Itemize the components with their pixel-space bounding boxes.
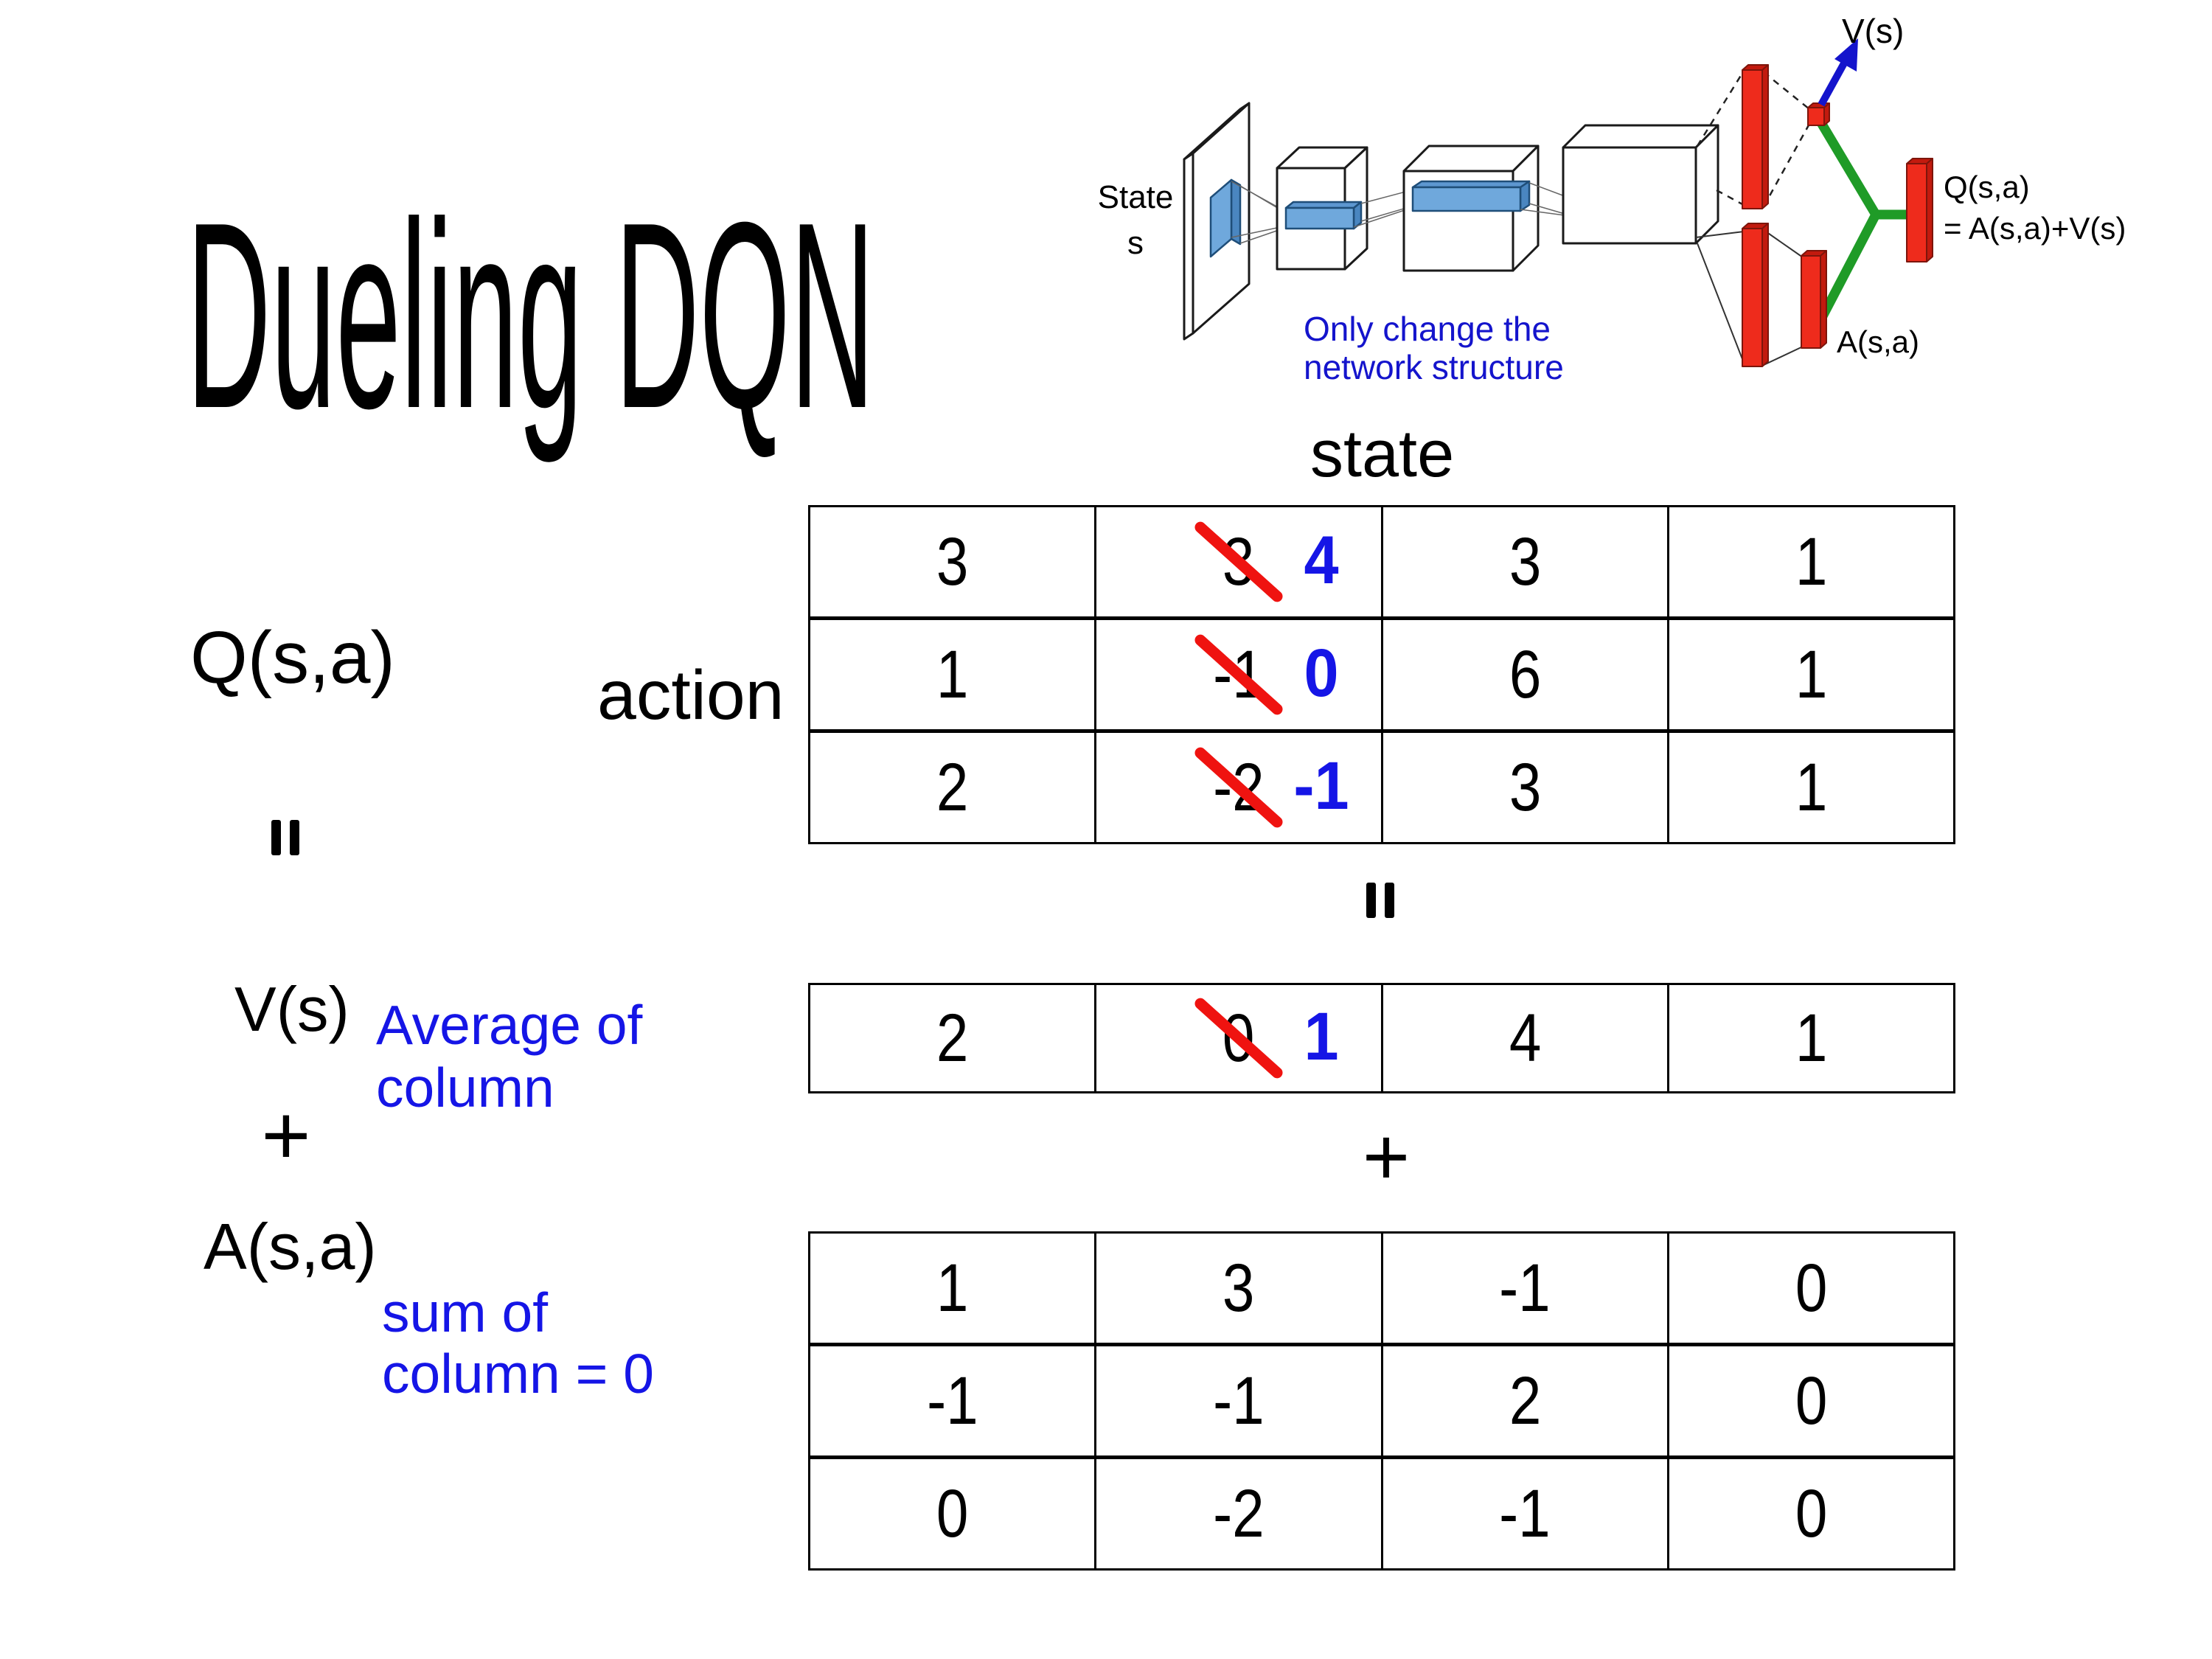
diagram-state-label-line1: State	[1098, 179, 1174, 215]
a-vector-bar	[1801, 250, 1827, 349]
state-label: state	[1310, 417, 1455, 491]
v-cell-new: 1	[1304, 999, 1339, 1075]
fc-bar-v-stream	[1742, 64, 1769, 209]
average-note-line1: Average of	[376, 994, 643, 1056]
v-cell: 4	[1509, 1001, 1541, 1076]
v-table: 2 0 1 4 1	[808, 983, 1955, 1093]
a-cell: -1	[1213, 1363, 1265, 1439]
v-cell: 2	[936, 1001, 969, 1076]
diagram-v-output-label: V(s)	[1842, 12, 1904, 50]
a-cell: 0	[1795, 1251, 1828, 1326]
q-label: Q(s,a)	[190, 616, 395, 699]
conv3-feature-cube	[1562, 124, 1719, 245]
average-note-line2: column	[376, 1057, 554, 1119]
diagram-q-output-label-line2: = A(s,a)+V(s)	[1944, 211, 2126, 246]
v-label: V(s)	[234, 975, 349, 1045]
table-row: 0 -2 -1 0	[810, 1459, 1953, 1568]
diagram-note-line2: network structure	[1304, 348, 1564, 386]
v-cell: 1	[1795, 1001, 1828, 1076]
a-cell: -2	[1213, 1476, 1265, 1551]
q-cell: 3	[1509, 750, 1541, 825]
q-cell-new: -1	[1293, 748, 1349, 824]
v-stream-dashed-lines	[1696, 70, 1811, 207]
q-cell: 6	[1509, 637, 1541, 712]
a-cell: -1	[926, 1363, 978, 1439]
v-output-arrow	[1818, 38, 1858, 107]
q-cell: 2	[936, 750, 969, 825]
table-row: 2 0 1 4 1	[810, 985, 1953, 1091]
a-cell: 2	[1509, 1363, 1541, 1439]
conv2-filter	[1284, 201, 1363, 230]
a-cell: 0	[1795, 1363, 1828, 1439]
a-cell: 3	[1222, 1251, 1255, 1326]
a-cell: -1	[1499, 1251, 1551, 1326]
equals-sign-middle	[1366, 883, 1394, 918]
q-cell: 3	[936, 524, 969, 599]
table-row: 1 3 -1 0	[810, 1234, 1953, 1346]
a-cell: 0	[936, 1476, 969, 1551]
diagram-state-label-line2: s	[1127, 225, 1144, 261]
diagram-note-line1: Only change the	[1304, 310, 1551, 348]
q-cell-new: 0	[1304, 636, 1339, 712]
sum-note-line2: column = 0	[382, 1343, 654, 1405]
q-table: 3 3 4 3 1 1 -1 0 6 1 2 -2 -1	[808, 505, 1955, 844]
action-label: action	[597, 656, 785, 734]
table-row: -1 -1 2 0	[810, 1346, 1953, 1459]
a-stream-lines	[1695, 229, 1804, 366]
table-row: 3 3 4 3 1	[810, 507, 1953, 620]
q-output-bar	[1906, 158, 1933, 262]
a-table: 1 3 -1 0 -1 -1 2 0 0 -2 -1 0	[808, 1231, 1955, 1571]
conv1-filter	[1209, 178, 1242, 258]
v-scalar-node	[1807, 102, 1830, 126]
diagram-q-output-label-line1: Q(s,a)	[1944, 170, 2030, 204]
conv3-filter	[1411, 180, 1531, 212]
q-cell: 3	[1509, 524, 1541, 599]
network-diagram: State s Only change the network structur…	[1098, 12, 2126, 386]
slide-title: Dueling DQN	[187, 167, 875, 464]
plus-sign-middle: +	[1362, 1111, 1411, 1203]
q-cell: 1	[1795, 750, 1828, 825]
sum-note-line1: sum of	[382, 1281, 549, 1343]
a-cell: 0	[1795, 1476, 1828, 1551]
fc-bar-a-stream	[1742, 223, 1769, 367]
equals-sign-left	[271, 820, 299, 855]
q-cell-new: 4	[1304, 523, 1339, 599]
conv3-lines	[1520, 182, 1565, 216]
q-cell: 1	[1795, 637, 1828, 712]
q-cell: 1	[1795, 524, 1828, 599]
table-row: 1 -1 0 6 1	[810, 620, 1953, 733]
diagram-a-output-label: A(s,a)	[1837, 324, 1919, 359]
table-row: 2 -2 -1 3 1	[810, 733, 1953, 842]
a-label: A(s,a)	[204, 1210, 377, 1283]
q-cell: 1	[936, 637, 969, 712]
aggregation-connector	[1810, 113, 1912, 335]
a-cell: -1	[1499, 1476, 1551, 1551]
a-cell: 1	[936, 1251, 969, 1326]
plus-sign-left: +	[261, 1088, 311, 1183]
